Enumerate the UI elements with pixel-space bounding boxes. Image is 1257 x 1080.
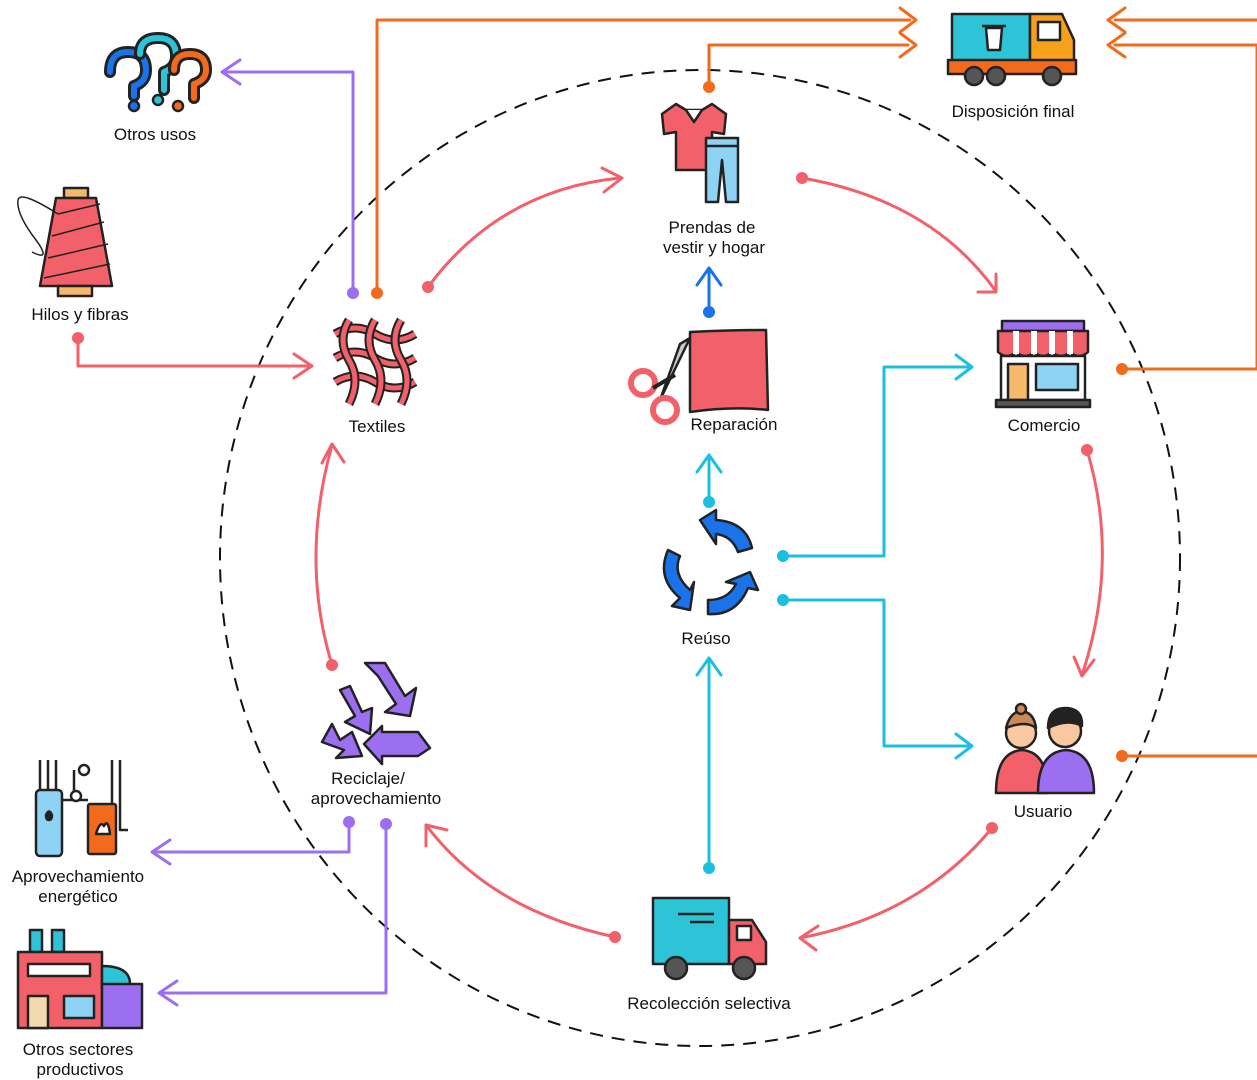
label-energetico-line2: energético [38,887,117,906]
purple-flow-arrows [150,58,388,1007]
label-recoleccion: Recolección selectiva [627,994,791,1013]
factory-icon [16,928,144,1030]
scissors-fabric-icon [628,328,770,425]
dashed-cycle-circle [219,69,1181,1047]
arrow-usuario-to-recoleccion [798,826,994,940]
woven-fabric-icon [332,317,418,407]
label-prendas-line1: Prendas de [669,218,756,237]
label-hilos: Hilos y fibras [31,305,128,324]
blue-flow-arrow [695,266,723,314]
label-reciclaje-line2: aprovechamiento [311,789,441,808]
arrow-prendas-to-comercio [800,176,997,292]
label-reparacion: Reparación [691,415,778,434]
label-otros-usos: Otros usos [114,125,196,144]
label-reciclaje-line1: Reciclaje/ [331,769,405,788]
arrow-comercio-to-usuario [1080,448,1104,677]
label-prendas-line2: vestir y hogar [663,238,765,257]
red-flow-arrows [76,176,1104,940]
purple-dots [343,287,392,830]
orange-flow-arrows [375,6,1257,758]
red-dots [72,172,1093,943]
label-otros-sectores-line1: Otros sectores [23,1040,134,1059]
refresh-arrows-icon [662,508,760,616]
users-icon [994,702,1096,795]
delivery-truck-icon [651,896,768,981]
red-arrowheads [292,166,1096,952]
arrow-hilos-to-textiles [76,336,312,368]
arrow-recoleccion-to-reciclaje [424,823,617,939]
label-otros-sectores-line2: productivos [37,1060,124,1079]
recycle-icon [320,661,432,766]
label-textiles: Textiles [349,417,406,436]
label-comercio: Comercio [1008,416,1081,435]
power-plant-icon [34,760,128,858]
arrow-reciclaje-to-textiles [314,443,334,667]
arrow-textiles-to-prendas [426,176,622,289]
label-disposicion: Disposición final [952,102,1075,121]
cyan-dots [703,496,789,874]
question-marks-icon [104,32,212,113]
label-energetico-line1: Aprovechamiento [12,867,144,886]
orange-dots [371,81,1128,762]
blue-dot [703,306,715,318]
clothes-icon [660,102,740,204]
label-usuario: Usuario [1014,802,1073,821]
label-reuso: Reúso [681,629,730,648]
cyan-flow-arrows [695,353,974,870]
garbage-truck-icon [946,12,1078,87]
thread-spool-icon [17,186,114,298]
store-icon [994,319,1092,409]
